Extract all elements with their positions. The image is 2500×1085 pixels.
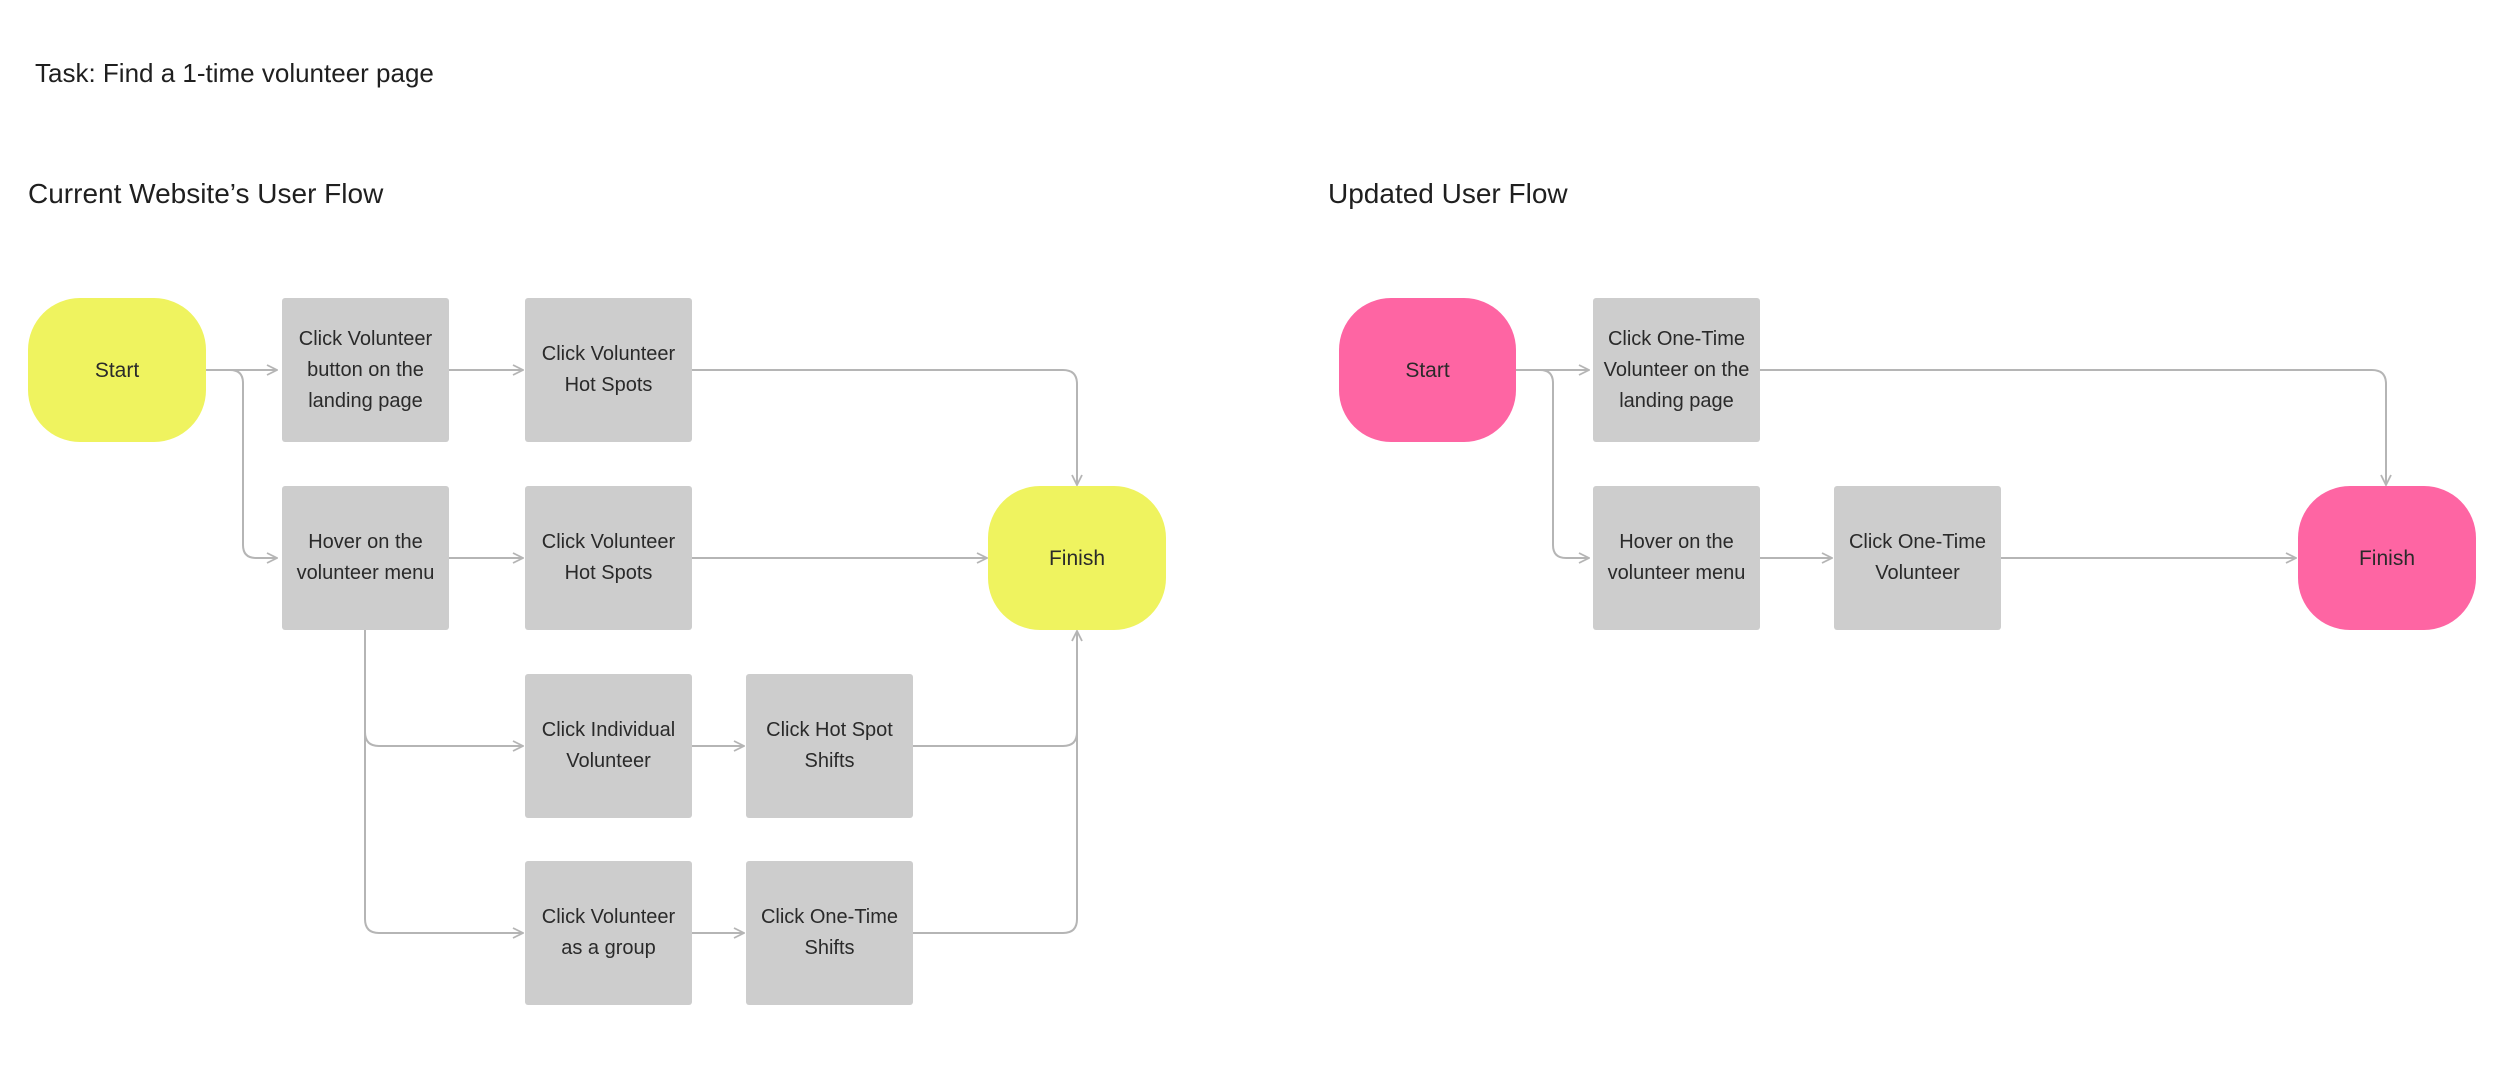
connector-hover-to-individual bbox=[364, 630, 523, 746]
connector-one-time-shifts-to-finish bbox=[913, 631, 1077, 934]
step-click-volunteer-hot-spots-middle: Click Volunteer Hot Spots bbox=[525, 486, 692, 630]
step-click-volunteer-as-group: Click Volunteer as a group bbox=[525, 861, 692, 1005]
step-hover-volunteer-menu: Hover on the volunteer menu bbox=[282, 486, 449, 630]
step-updated-hover-volunteer-menu: Hover on the volunteer menu bbox=[1593, 486, 1760, 630]
step-click-volunteer-hot-spots-top: Click Volunteer Hot Spots bbox=[525, 298, 692, 442]
step-click-one-time-volunteer-landing: Click One-Time Volunteer on the landing … bbox=[1593, 298, 1760, 442]
current-flow-title: Current Website’s User Flow bbox=[28, 178, 384, 209]
step-click-one-time-shifts: Click One-Time Shifts bbox=[746, 861, 913, 1005]
connector-hot-spot-shifts-to-finish bbox=[913, 640, 1078, 747]
connector-hover-to-group bbox=[364, 630, 523, 933]
step-click-hot-spot-shifts: Click Hot Spot Shifts bbox=[746, 674, 913, 818]
connector-hot-spots-top-to-finish bbox=[692, 369, 1077, 485]
step-click-volunteer-button: Click Volunteer button on the landing pa… bbox=[282, 298, 449, 442]
current-start-node: Start bbox=[28, 298, 206, 442]
connector-one-time-landing-to-finish bbox=[1760, 369, 2386, 485]
step-click-one-time-volunteer: Click One-Time Volunteer bbox=[1834, 486, 2001, 630]
connector-updated-start-to-hover-menu bbox=[1516, 369, 1589, 558]
step-click-individual-volunteer: Click Individual Volunteer bbox=[525, 674, 692, 818]
updated-flow-title: Updated User Flow bbox=[1328, 178, 1568, 209]
connector-start-to-hover-menu bbox=[206, 369, 277, 558]
updated-finish-node: Finish bbox=[2298, 486, 2476, 630]
updated-start-node: Start bbox=[1339, 298, 1516, 442]
current-finish-node: Finish bbox=[988, 486, 1166, 630]
task-title: Task: Find a 1-time volunteer page bbox=[35, 58, 434, 88]
